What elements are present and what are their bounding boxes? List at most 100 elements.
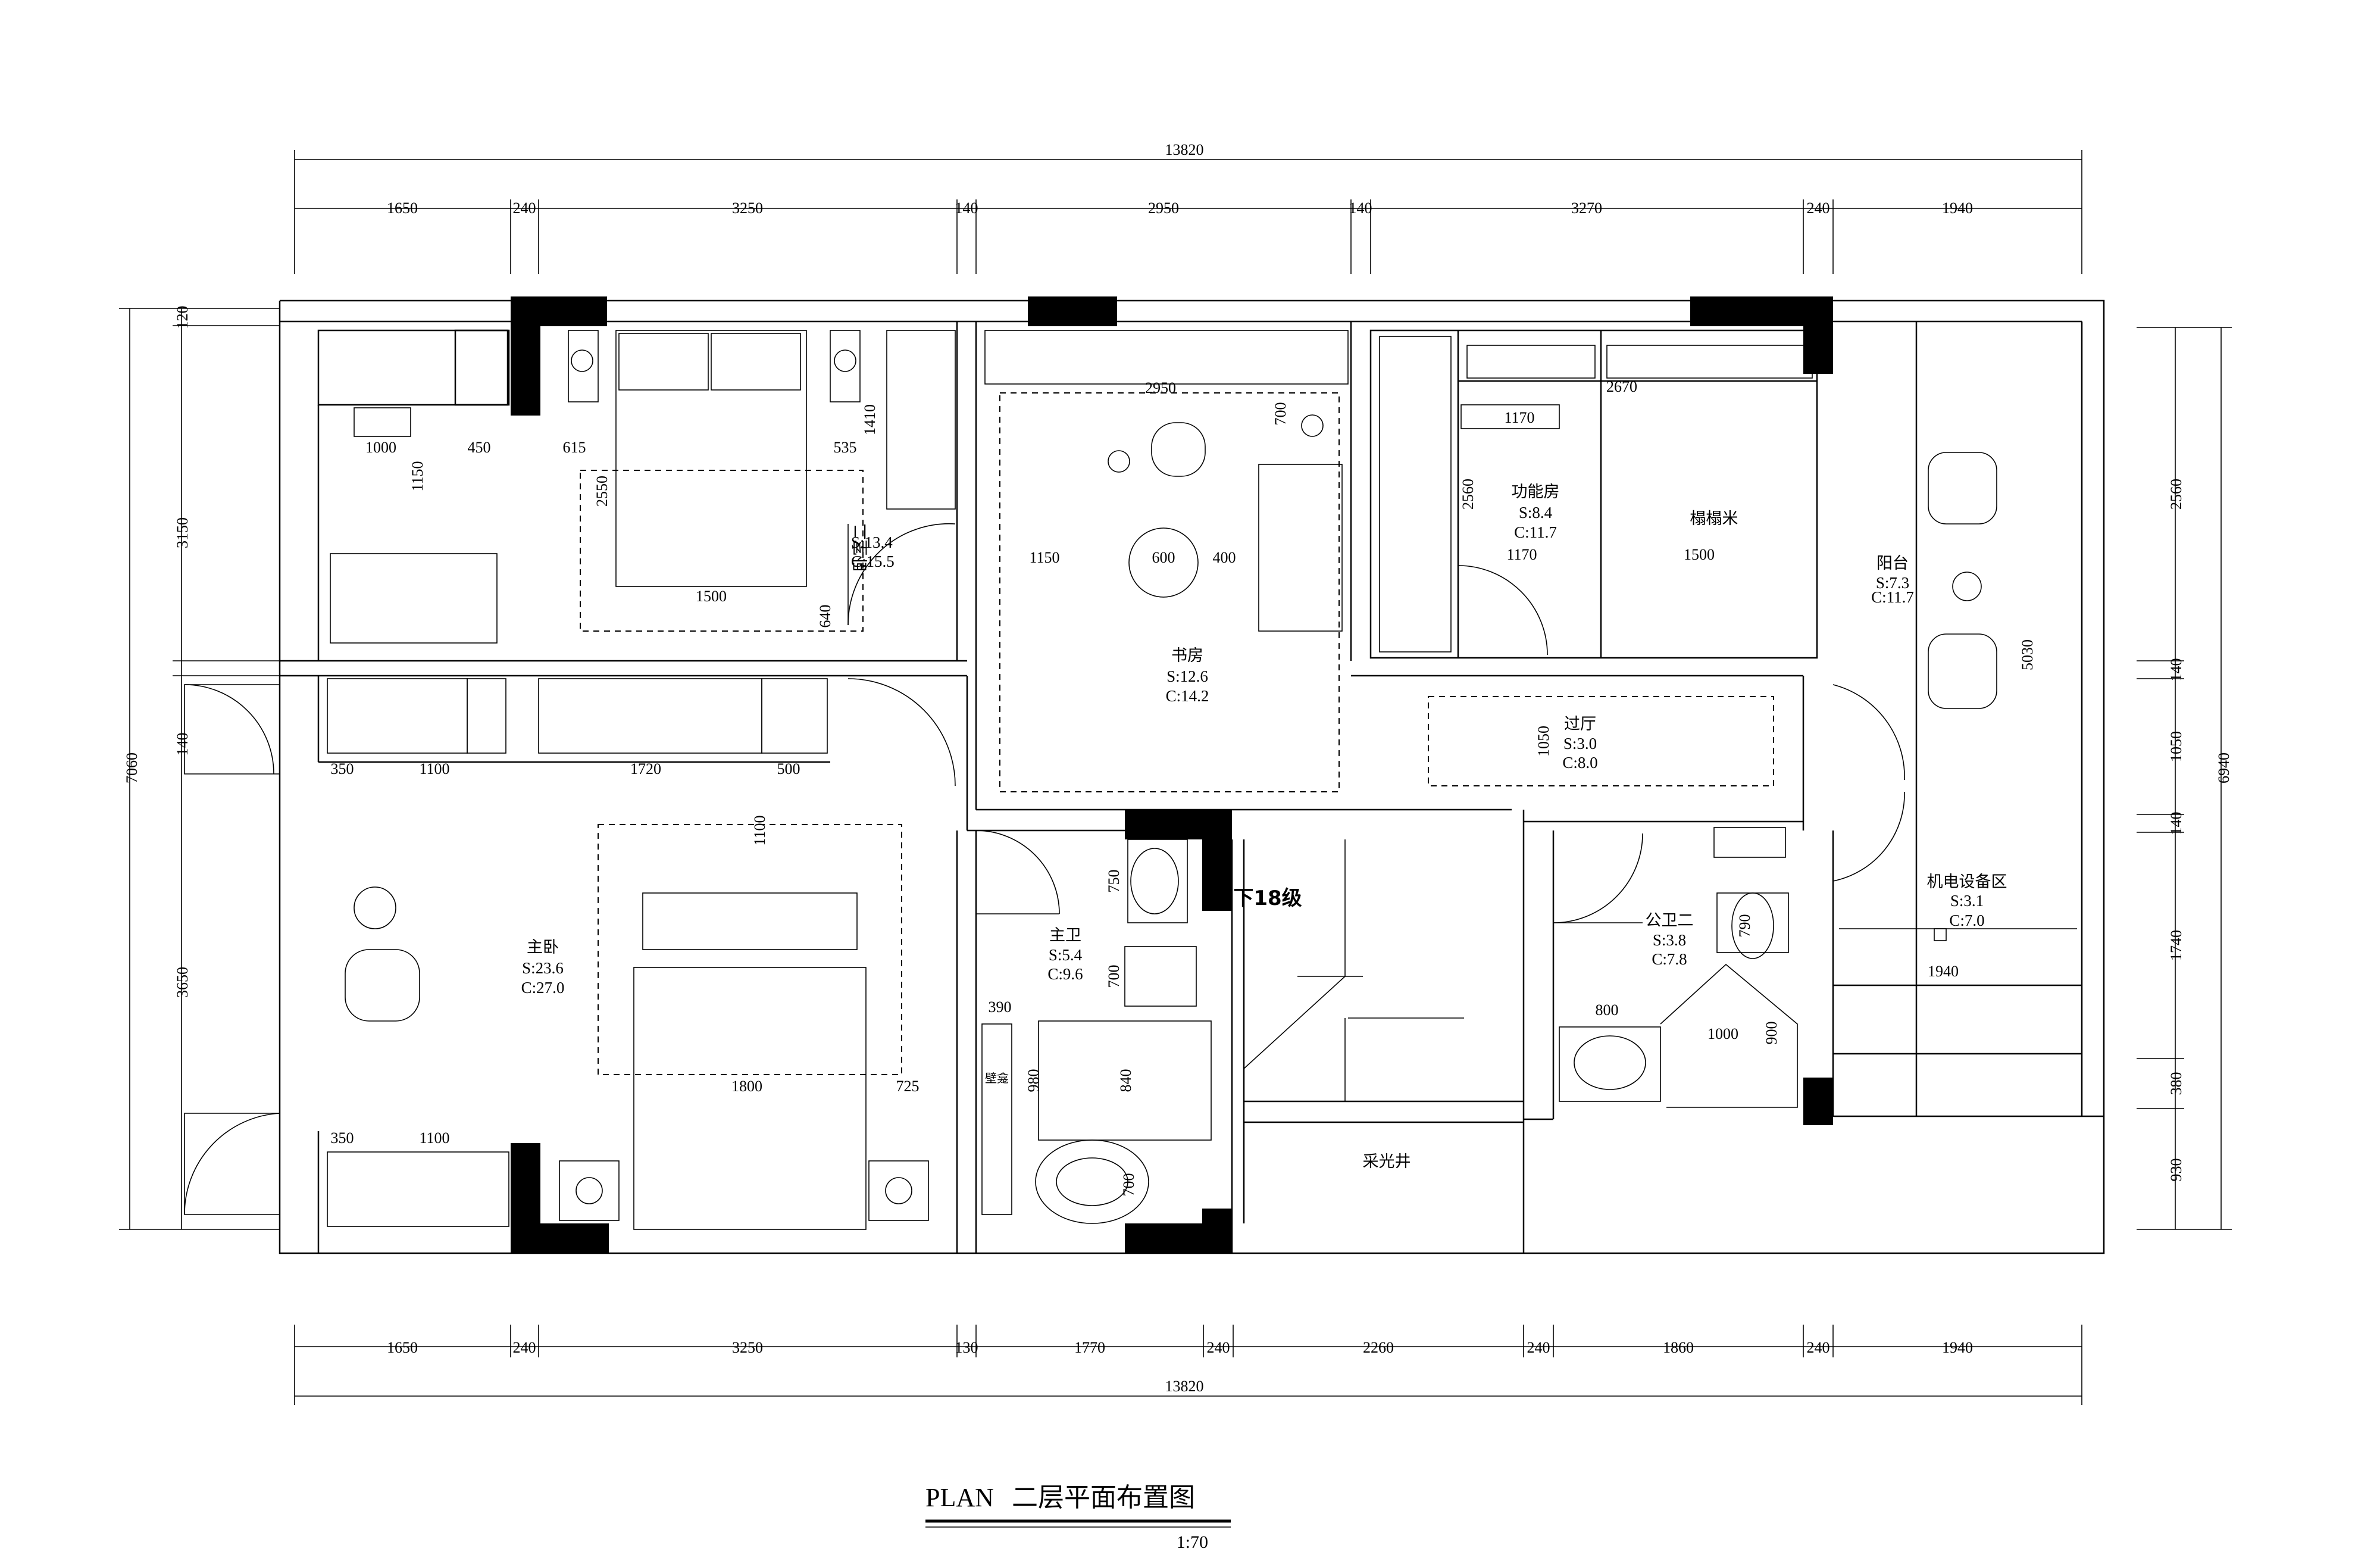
svg-text:S:7.3: S:7.3: [1876, 574, 1909, 592]
room-labels: 卧室二 S:13.4 C:15.5 书房 S:12.6 C:14.2 功能房 S…: [521, 483, 2007, 1171]
svg-text:卧室二: 卧室二: [852, 524, 870, 572]
svg-text:功能房: 功能房: [1512, 483, 1560, 501]
inner-dim: 1000: [365, 439, 396, 456]
inner-dim: 1500: [696, 588, 727, 605]
inner-dim: 2560: [1459, 479, 1477, 510]
room-bedroom-2: 卧室二 S:13.4 C:15.5: [851, 524, 895, 572]
inner-dim: 1000: [1707, 1025, 1738, 1042]
inner-dim: 790: [1736, 914, 1753, 938]
svg-text:阳台: 阳台: [1877, 554, 1909, 573]
bottom-dim-1: 1650: [387, 1339, 418, 1356]
inner-dim: 450: [468, 439, 491, 456]
bottom-dim-5: 1770: [1074, 1339, 1105, 1356]
top-dim-4: 140: [955, 199, 978, 217]
title-block: PLAN 二层平面布置图 1:70: [925, 1482, 1231, 1552]
inner-dim: 1500: [1684, 546, 1715, 563]
svg-text:S:13.4: S:13.4: [851, 533, 893, 551]
inner-dim: 1050: [1535, 726, 1552, 757]
inner-dim: 1100: [751, 815, 768, 845]
room-study: 书房 S:12.6 C:14.2: [1166, 647, 1209, 705]
structural-columns: [511, 296, 1833, 1253]
top-dim-1: 1650: [387, 199, 418, 217]
left-dimension-chain: 7060 120 3150 140 3650: [119, 306, 280, 1230]
top-dim-8: 240: [1807, 199, 1830, 217]
inner-dim: 535: [834, 439, 857, 456]
room-guest-bath-2: 公卫二 S:3.8 C:7.8: [1646, 911, 1694, 968]
plan-scale: 1:70: [1177, 1532, 1208, 1552]
top-dim-2: 240: [513, 199, 536, 217]
top-total-dim: 13820: [1165, 141, 1204, 158]
top-dim-5: 2950: [1148, 199, 1179, 217]
inner-dim: 840: [1117, 1069, 1134, 1092]
room-mechanical: 机电设备区 S:3.1 C:7.0: [1927, 873, 2007, 929]
right-dim-2: 140: [2168, 658, 2185, 682]
room-hallway: 过厅 S:3.0 C:8.0: [1562, 715, 1597, 772]
right-dimension-chain: 2560 140 1050 140 1740 380 930 6940: [2137, 327, 2232, 1230]
inner-dim: 500: [777, 760, 800, 778]
right-dim-7: 930: [2168, 1159, 2185, 1182]
inner-dim: 800: [1596, 1001, 1619, 1019]
svg-text:C:11.7: C:11.7: [1514, 523, 1557, 541]
room-balcony: 阳台 S:7.3 C:11.7: [1871, 554, 1914, 606]
left-dim-1: 120: [174, 306, 191, 329]
svg-text:主卫: 主卫: [1049, 926, 1081, 945]
svg-text:公卫二: 公卫二: [1646, 911, 1694, 930]
bottom-dim-3: 3250: [732, 1339, 763, 1356]
inner-dim: 400: [1213, 549, 1236, 566]
left-dim-4: 3650: [174, 967, 191, 998]
left-dim-2: 3150: [174, 517, 191, 548]
inner-dim: 1170: [1504, 409, 1534, 426]
bottom-dim-4: 130: [955, 1339, 978, 1356]
inner-dim: 700: [1105, 965, 1122, 988]
inner-dim: 750: [1105, 870, 1122, 893]
inner-dim: 700: [1272, 402, 1289, 426]
inner-dim: 1150: [1029, 549, 1059, 566]
svg-text:C:27.0: C:27.0: [521, 979, 565, 997]
room-tatami: 榻榻米: [1690, 510, 1738, 528]
bottom-dim-8: 240: [1527, 1339, 1550, 1356]
svg-text:C:11.7: C:11.7: [1871, 588, 1914, 606]
bottom-dim-2: 240: [513, 1339, 536, 1356]
left-total-dim: 7060: [123, 753, 140, 783]
inner-dim: 600: [1152, 549, 1175, 566]
svg-text:S:3.0: S:3.0: [1563, 735, 1597, 753]
inner-dim: 615: [563, 439, 586, 456]
svg-text:采光井: 采光井: [1363, 1153, 1411, 1171]
bottom-dim-7: 2260: [1363, 1339, 1394, 1356]
svg-text:S:8.4: S:8.4: [1519, 504, 1553, 522]
right-dim-4: 140: [2168, 812, 2185, 835]
inner-dim: 5030: [2019, 639, 2036, 670]
inner-dim: 2670: [1606, 378, 1637, 395]
svg-text:C:7.0: C:7.0: [1949, 911, 1984, 929]
inner-dim: 390: [989, 998, 1012, 1016]
svg-text:S:5.4: S:5.4: [1049, 946, 1083, 964]
plan-label: PLAN: [925, 1483, 994, 1512]
top-dim-9: 1940: [1942, 199, 1973, 217]
inner-dim: 1170: [1506, 546, 1537, 563]
inner-dim: 1100: [419, 1129, 449, 1147]
staircase-lines: [1243, 839, 1464, 1101]
stairs-label: 下18级: [1233, 886, 1302, 910]
top-dimension-chain: 13820 1650 240 3250 140 2950 140 3270 24…: [294, 141, 2082, 274]
inner-dim: 980: [1025, 1069, 1042, 1092]
room-function: 功能房 S:8.4 C:11.7: [1512, 483, 1560, 541]
bottom-dim-6: 240: [1207, 1339, 1230, 1356]
svg-text:C:7.8: C:7.8: [1652, 950, 1687, 968]
room-master-bedroom: 主卧 S:23.6 C:27.0: [521, 938, 565, 997]
right-dim-3: 1050: [2168, 731, 2185, 762]
svg-text:主卧: 主卧: [527, 938, 559, 957]
svg-text:S:23.6: S:23.6: [522, 959, 564, 977]
inner-dim: 1410: [861, 404, 878, 435]
room-master-bath: 主卫 S:5.4 C:9.6: [1047, 926, 1083, 983]
inner-dim: 1150: [409, 461, 426, 491]
room-lightwell: 采光井: [1363, 1153, 1411, 1171]
furniture: [327, 330, 2082, 1230]
inner-dim: 1800: [731, 1078, 762, 1095]
right-total-dim: 6940: [2215, 753, 2232, 783]
inner-dim: 700: [1120, 1173, 1137, 1197]
inner-dim: 1940: [1928, 963, 1959, 980]
inner-dim: 2950: [1145, 379, 1176, 396]
inner-dim: 640: [817, 605, 834, 628]
inner-dim: 2550: [593, 476, 611, 507]
